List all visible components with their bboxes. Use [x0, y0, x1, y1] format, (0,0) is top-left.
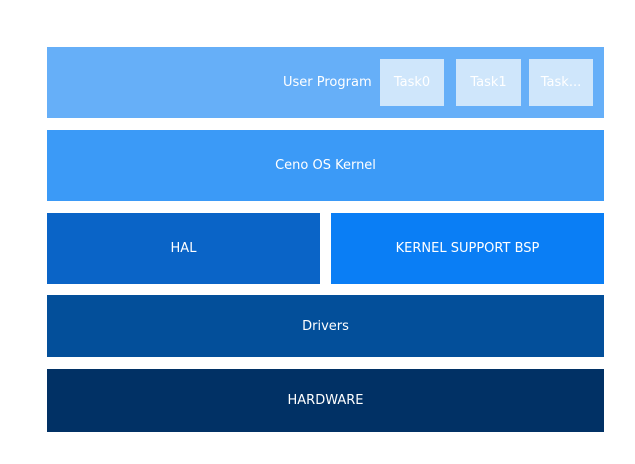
drivers-layer: Drivers: [47, 295, 604, 357]
hal-layer: HAL: [47, 213, 320, 284]
kernel-label: Ceno OS Kernel: [275, 158, 376, 173]
drivers-label: Drivers: [302, 318, 349, 334]
hardware-layer: HARDWARE: [47, 369, 604, 432]
hal-label: HAL: [170, 241, 197, 256]
bsp-label: KERNEL SUPPORT BSP: [395, 241, 540, 256]
hardware-label: HARDWARE: [287, 393, 364, 408]
task-box: Task0: [380, 59, 444, 106]
bsp-layer: KERNEL SUPPORT BSP: [331, 213, 604, 284]
kernel-layer: Ceno OS Kernel: [47, 130, 604, 201]
user-program-label: User Program: [283, 75, 372, 90]
user-program-layer: User Program Task0 Task1 Task...: [47, 47, 604, 118]
task-box: Task...: [529, 59, 593, 106]
task-box: Task1: [456, 59, 521, 106]
